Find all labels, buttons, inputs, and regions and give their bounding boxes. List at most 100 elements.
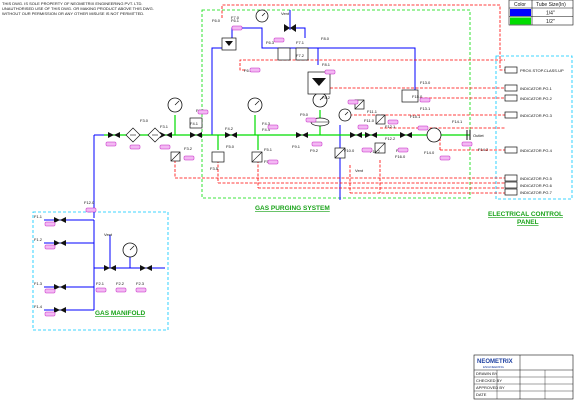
title-row-4: DATE: [476, 392, 487, 397]
terminal-8: [504, 188, 518, 196]
f35-label: F3.5: [210, 166, 219, 171]
legend-color-header: Color: [514, 2, 526, 8]
signal-1-label: PROX.STOP.CLASS.UP: [520, 68, 564, 73]
regulator-markings: [225, 41, 326, 86]
manifold-inlet-labels: F1.1 F1.2 F1.3 F1.4 F12.0 F2.1 F2.2 F2.3: [34, 200, 145, 309]
notice-line-3: WITHOUT OUR PERMISSION OR ANY OTHER MISU…: [2, 11, 144, 16]
f91-label: F9.1: [292, 144, 301, 149]
manifold-valve-3-icon: [54, 284, 66, 290]
f70-label: F7.0: [231, 15, 240, 20]
f150-label: F15.0: [412, 94, 423, 99]
panel-section-label-1: ELECTRICAL CONTROL: [488, 211, 563, 218]
flow-meter-icon: [426, 127, 442, 143]
inlet-f13-label: F1.3: [34, 281, 43, 286]
tube-size-legend: Color Tube Size(In) 1/4" 1/2": [508, 0, 574, 26]
f80-label: F8.0: [321, 36, 330, 41]
f122-label: F12.2: [385, 136, 396, 141]
company-logo-sub: ENGINEERING: [483, 365, 505, 369]
f141-label: F14.1: [452, 119, 463, 124]
f120-label: F12.0: [84, 200, 95, 205]
legend-size-1: 1/4": [546, 11, 555, 17]
regulator-1-icon: [211, 151, 225, 163]
f42-label: F4.2: [225, 126, 234, 131]
f82-label: F8.2: [322, 95, 331, 100]
terminal-2: [504, 84, 518, 92]
f160-label: F16.0: [395, 154, 406, 159]
vent-manifold-label: Vent: [104, 232, 113, 237]
quarter-inch-lines: [44, 10, 416, 311]
inlet-f14-label: F1.4: [34, 304, 43, 309]
signal-5-label: INDICATOR.PG.4: [520, 148, 553, 153]
f81-label: F8.1: [322, 62, 331, 67]
f22-label: F2.2: [116, 281, 125, 286]
f90-label: F9.0: [300, 112, 309, 117]
f23-label: F2.3: [136, 281, 145, 286]
title-row-1: DRAWN BY: [476, 371, 498, 376]
notice-line-1: THIS DWG. IS SOLE PROPERTY OF NEOMETRIX …: [2, 1, 142, 6]
purging-system-boundary: [201, 9, 471, 199]
panel-terminals: PROX.STOP.CLASS.UP INDICATOR.PG.1 INDICA…: [504, 66, 564, 196]
control-signal-lines: [174, 4, 505, 194]
manifold-valve-4-icon: [54, 307, 66, 313]
notice-line-2: UNAUTHORISED USE OF THIS DWG. OR MAKING …: [2, 6, 154, 11]
f111-label: F11.1: [367, 109, 378, 114]
f63-label: F6.3: [266, 40, 275, 45]
f44-label: F4.4: [262, 127, 271, 132]
f30-label: F3.0: [140, 118, 149, 123]
legend-swatch-blue: [510, 9, 531, 16]
manifold-valve-1-icon: [54, 217, 66, 223]
f100-label: F10.0: [344, 148, 355, 153]
vent-valve-icon: [284, 24, 296, 32]
f140-label: F14.0: [424, 150, 435, 155]
f120b-label: F12.1: [385, 124, 396, 129]
inlet-valve-icon: [108, 132, 120, 138]
f142-label: F14.2: [478, 147, 489, 152]
signal-6-label: INDICATOR.PG.5: [520, 176, 553, 181]
f71-label: F7.1: [296, 40, 305, 45]
top-solenoid-b-icon: [295, 47, 309, 61]
signal-7-label: INDICATOR.PG.6: [520, 183, 553, 188]
terminal-1: [504, 66, 518, 74]
f112-label: F11.2: [370, 149, 381, 154]
valve-f82-icon: [400, 132, 412, 138]
f41-label: F4.1: [190, 121, 199, 126]
f72-label: F7.2: [296, 53, 305, 58]
ball-valves: [54, 24, 412, 313]
title-block: NEOMETRIX ENGINEERING DRAWN BY CHECKED B…: [473, 354, 574, 400]
f32-label: F3.2: [184, 146, 193, 151]
legend-size-2: 1/2": [546, 19, 555, 25]
control-panel-boundary: [495, 55, 573, 200]
inlet-f11-label: F1.1: [34, 214, 43, 219]
ownership-notice: THIS DWG. IS SOLE PROPERTY OF NEOMETRIX …: [2, 1, 154, 16]
component-labels: F3.0 F3.1 F3.2 F3.5 F4.0 F4.1 F4.2 F4.3 …: [140, 15, 489, 171]
f130-label: F13.0: [420, 80, 431, 85]
panel-section-label-2: PANEL: [517, 219, 539, 226]
f92-label: F9.2: [310, 148, 319, 153]
terminal-6: [504, 174, 518, 182]
actuator-valve-icon: [401, 89, 419, 103]
signal-4-label: INDICATOR.PG.3: [520, 113, 553, 118]
f110-label: F11.0: [364, 118, 375, 123]
f50-label: F5.0: [226, 144, 235, 149]
signal-2-label: INDICATOR.PG.1: [520, 86, 553, 91]
f51-label: F5.1: [264, 147, 273, 152]
terminal-5: [504, 146, 518, 154]
f62-label: F6.2: [244, 68, 253, 73]
f31-label: F3.1: [160, 124, 169, 129]
legend-size-header: Tube Size(In): [536, 2, 566, 8]
title-row-3: APPROVED BY: [476, 385, 505, 390]
outlet-label: Outlet: [473, 133, 485, 138]
solenoid-diagonals: [170, 99, 386, 163]
valve-f42-icon: [225, 132, 237, 138]
manifold-section-label: GAS MANIFOLD: [95, 310, 145, 317]
terminal-4: [504, 111, 518, 119]
inlet-f12-label: F1.2: [34, 237, 43, 242]
title-row-2: CHECKED BY: [476, 378, 502, 383]
f21-label: F2.1: [96, 281, 105, 286]
f151-label: F15.1: [410, 114, 421, 119]
vent-top-label: Vent: [281, 11, 290, 16]
gauge-needles: [129, 12, 349, 251]
terminal-7: [504, 181, 518, 189]
